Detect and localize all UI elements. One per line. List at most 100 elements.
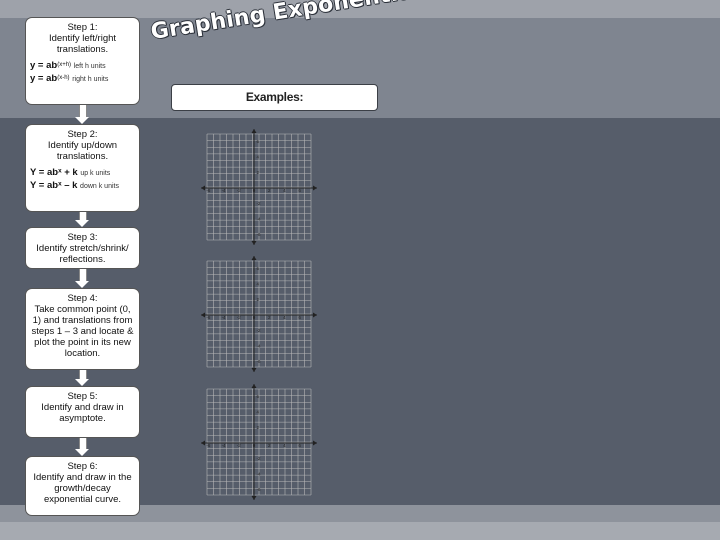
step-3-title: Step 3: [67, 232, 98, 243]
x-tick-label: -6 [206, 188, 210, 193]
y-tick-label: -2 [257, 456, 261, 461]
grid-svg: -6 -4 -2 0 2 4 6 6 4 2 -2 -4 -6 [201, 256, 317, 372]
top-band [0, 0, 720, 18]
step-2-title: Step 2: [67, 129, 98, 140]
coordinate-grid-1: -6 -4 -2 0 2 4 6 6 4 2 -2 -4 -6 [199, 128, 319, 246]
formula-equation: Y = abˣ – k [30, 180, 78, 191]
x-tick-label: 2 [268, 315, 271, 320]
step-1-text: Identify left/right translations. [48, 33, 117, 55]
x-tick-label: 2 [268, 443, 271, 448]
x-tick-label: 4 [283, 443, 286, 448]
step-2-box: Step 2: Identify up/down translations. Y… [25, 124, 140, 212]
step-5-box: Step 5: Identify and draw in asymptote. [25, 386, 140, 438]
flowchart: Step 1: Identify left/right translations… [0, 0, 160, 540]
x-tick-label: -2 [237, 188, 241, 193]
axis-arrow-icon [201, 440, 205, 446]
step-1-box: Step 1: Identify left/right translations… [25, 17, 140, 105]
step-1-title: Step 1: [67, 22, 98, 33]
grid-svg: -6 -4 -2 0 2 4 6 6 4 2 -2 -4 -6 [201, 384, 317, 500]
x-tick-label: -4 [222, 188, 226, 193]
axis-arrow-icon [251, 496, 257, 500]
step-6-box: Step 6: Identify and draw in the growth/… [25, 456, 140, 516]
axis-arrow-icon [251, 129, 257, 133]
step-4-box: Step 4: Take common point (0, 1) and tra… [25, 288, 140, 370]
step-3-text: Identify stretch/shrink/ reflections. [36, 243, 129, 265]
formula-equation: y = ab [30, 73, 58, 84]
axis-arrow-icon [313, 185, 317, 191]
x-tick-label: -2 [237, 443, 241, 448]
x-tick-label: -6 [206, 443, 210, 448]
x-tick-label: 6 [298, 315, 301, 320]
step-2-text: Identify up/down translations. [47, 140, 118, 162]
step-6-title: Step 6: [67, 461, 98, 472]
y-tick-label: -6 [257, 487, 261, 492]
axis-arrow-icon [251, 256, 257, 260]
coordinate-grid-2: -6 -4 -2 0 2 4 6 6 4 2 -2 -4 -6 [199, 255, 319, 373]
step-4-text: Take common point (0, 1) and translation… [31, 304, 134, 359]
y-tick-label: -4 [257, 344, 261, 349]
step-4-title: Step 4: [67, 293, 98, 304]
step-2-formula-2: Y = abˣ – k down k units [30, 180, 135, 192]
x-tick-label: 4 [283, 188, 286, 193]
step-3-box: Step 3: Identify stretch/shrink/ reflect… [25, 227, 140, 269]
y-tick-label: 6 [257, 394, 260, 399]
axis-arrow-icon [251, 368, 257, 372]
coordinate-grid-3: -6 -4 -2 0 2 4 6 6 4 2 -2 -4 -6 [199, 383, 319, 501]
x-tick-label: 6 [298, 443, 301, 448]
y-tick-label: 2 [257, 425, 260, 430]
y-tick-label: -4 [257, 217, 261, 222]
x-tick-label: 0 [253, 443, 256, 448]
formula-note: right h units [72, 76, 109, 83]
arrow-down-icon [75, 438, 89, 456]
formula-exponent: (x-h) [57, 75, 70, 81]
y-tick-label: 4 [257, 154, 260, 159]
x-tick-label: -2 [237, 315, 241, 320]
x-tick-label: 6 [298, 188, 301, 193]
x-tick-label: 4 [283, 315, 286, 320]
y-tick-label: 4 [257, 409, 260, 414]
axis-arrow-icon [201, 185, 205, 191]
step-1-formula-1: y = ab(x+h) left h units [30, 60, 135, 72]
arrow-down-icon [75, 212, 89, 227]
axis-arrow-icon [251, 384, 257, 388]
step-1-formula-2: y = ab(x-h) right h units [30, 73, 135, 85]
step-5-title: Step 5: [67, 391, 98, 402]
formula-equation: Y = abˣ + k [30, 167, 78, 178]
y-tick-label: -6 [257, 232, 261, 237]
axis-arrow-icon [313, 312, 317, 318]
arrow-down-icon [75, 105, 89, 124]
arrow-down-icon [75, 370, 89, 386]
y-tick-label: -2 [257, 201, 261, 206]
x-tick-label: 0 [253, 315, 256, 320]
x-tick-label: 0 [253, 188, 256, 193]
axis-arrow-icon [251, 241, 257, 245]
grid-svg: -6 -4 -2 0 2 4 6 6 4 2 -2 -4 -6 [201, 129, 317, 245]
x-tick-label: -6 [206, 315, 210, 320]
x-tick-label: -4 [222, 443, 226, 448]
footer-band [0, 505, 720, 522]
formula-note: left h units [73, 63, 106, 70]
y-tick-label: 6 [257, 266, 260, 271]
y-tick-label: -4 [257, 472, 261, 477]
examples-label: Examples: [245, 90, 304, 104]
step-6-text: Identify and draw in the growth/decay ex… [33, 472, 132, 505]
formula-note: down k units [80, 183, 119, 190]
axis-arrow-icon [313, 440, 317, 446]
formula-note: up k units [80, 170, 111, 177]
x-tick-label: 2 [268, 188, 271, 193]
examples-box: Examples: [171, 84, 378, 111]
y-tick-label: 2 [257, 170, 260, 175]
arrow-down-icon [75, 269, 89, 288]
y-tick-label: -6 [257, 359, 261, 364]
y-tick-label: 2 [257, 297, 260, 302]
formula-exponent: (x+h) [57, 62, 72, 68]
formula-equation: y = ab [30, 60, 58, 71]
axis-arrow-icon [201, 312, 205, 318]
bottom-band [0, 522, 720, 540]
y-tick-label: -2 [257, 328, 261, 333]
step-5-text: Identify and draw in asymptote. [41, 402, 124, 424]
y-tick-label: 6 [257, 139, 260, 144]
x-tick-label: -4 [222, 315, 226, 320]
y-tick-label: 4 [257, 281, 260, 286]
step-2-formula-1: Y = abˣ + k up k units [30, 167, 135, 179]
